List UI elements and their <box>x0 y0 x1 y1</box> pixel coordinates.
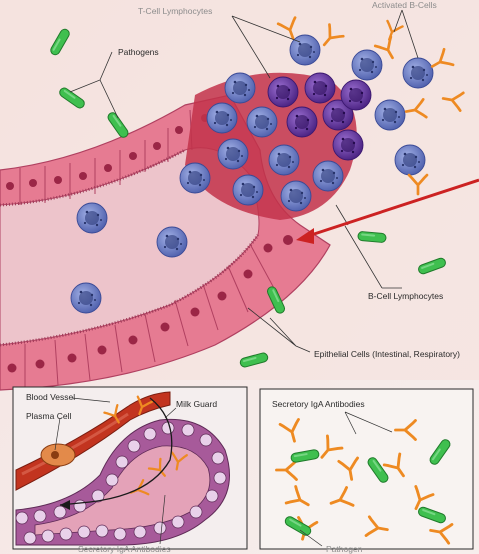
label-activated-b-cells: Activated B-Cells <box>372 0 437 10</box>
label-plasma-cell: Plasma Cell <box>26 411 71 421</box>
label-secretory-iga-bottom: Secretory IgA Antibodies <box>78 544 171 554</box>
label-epithelial-cells: Epithelial Cells (Intestinal, Respirator… <box>314 349 460 359</box>
label-secretory-iga-top: Secretory IgA Antibodies <box>272 399 365 409</box>
plasma-cell <box>41 444 75 466</box>
label-milk-guard: Milk Guard <box>176 399 217 409</box>
label-b-cell-lymphocytes: B-Cell Lymphocytes <box>368 291 443 301</box>
label-t-cell-lymphocytes: T-Cell Lymphocytes <box>138 6 212 16</box>
label-blood-vessel: Blood Vessel <box>26 392 75 402</box>
label-pathogen: Pathogen <box>326 544 363 554</box>
label-pathogens: Pathogens <box>118 47 159 57</box>
inset-iga-antibodies <box>260 389 473 549</box>
